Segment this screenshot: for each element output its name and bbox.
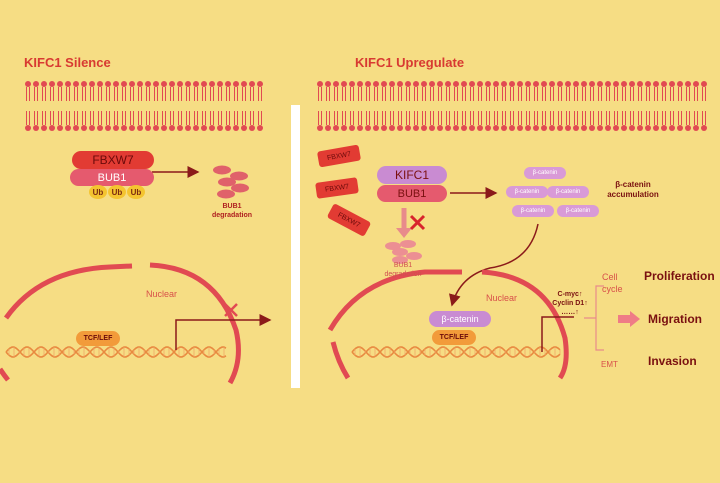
block-x-left [224,303,238,317]
right-title: KIFC1 Upregulate [355,55,465,70]
nuclear-envelope-right [327,269,462,332]
nuclear-envelope-right-2 [481,269,569,380]
beta-catenin-small-1: β-catenin [524,167,566,179]
bub1-fragments-left [213,165,249,199]
cell-membrane-right [317,81,707,131]
ubiquitin-1: Ub [89,185,107,199]
kifc1-label: KIFC1 [377,166,447,184]
beta-catenin-small-4: β-catenin [512,205,554,217]
migration-arrow [618,311,640,327]
target-genes: C-myc↑ Cyclin D1↑ ……↑ [552,291,588,316]
nuclear-label-right: Nuclear [486,293,518,303]
degradation-label-right: BUB1 degradation [384,262,422,278]
arrow-catenin-to-nucleus [449,223,539,307]
beta-catenin-small-5: β-catenin [557,205,599,217]
proliferation-label: Proliferation [644,269,715,283]
outcome-bracket [584,285,604,351]
cell-membrane-left [25,81,263,131]
left-title: KIFC1 Silence [24,55,111,70]
nuclear-label-left: Nuclear [146,289,178,299]
dna-helix-left [5,346,227,358]
nuclear-envelope-right-3 [330,341,351,380]
right-panel [300,0,720,483]
blocked-arrow-left [175,314,272,350]
transcription-arrow-right [541,316,574,352]
nuclear-envelope-left-3 [0,367,10,382]
bub1-label-right: BUB1 [377,185,447,202]
ubiquitin-2: Ub [108,185,126,199]
emt-label: EMT [601,360,618,369]
nuclear-envelope-left-2 [149,262,241,385]
arrow-blocked-degradation-head [396,228,412,238]
cell-cycle-label: Cell cycle [602,272,623,295]
block-x-right [409,214,426,231]
beta-catenin-small-3: β-catenin [547,186,589,198]
panel-divider [291,105,300,388]
left-panel [0,0,292,483]
dna-helix-right [351,346,561,358]
beta-catenin-small-2: β-catenin [506,186,548,198]
tcf-lef-right: TCF/LEF [432,330,476,345]
migration-label: Migration [648,312,702,326]
accumulation-label: β-catenin accumulation [607,180,659,200]
bub1-fragments-right [385,240,422,264]
beta-catenin-nuclear: β-catenin [429,311,491,327]
nuclear-envelope-left [3,263,133,320]
fbxw7-label-left: FBXW7 [72,151,154,169]
tcf-lef-left: TCF/LEF [76,331,120,346]
invasion-label: Invasion [648,354,697,368]
bub1-label-left: BUB1 [70,169,154,186]
ubiquitin-3: Ub [127,185,145,199]
degradation-label-left: BUB1 degradation [211,203,253,219]
